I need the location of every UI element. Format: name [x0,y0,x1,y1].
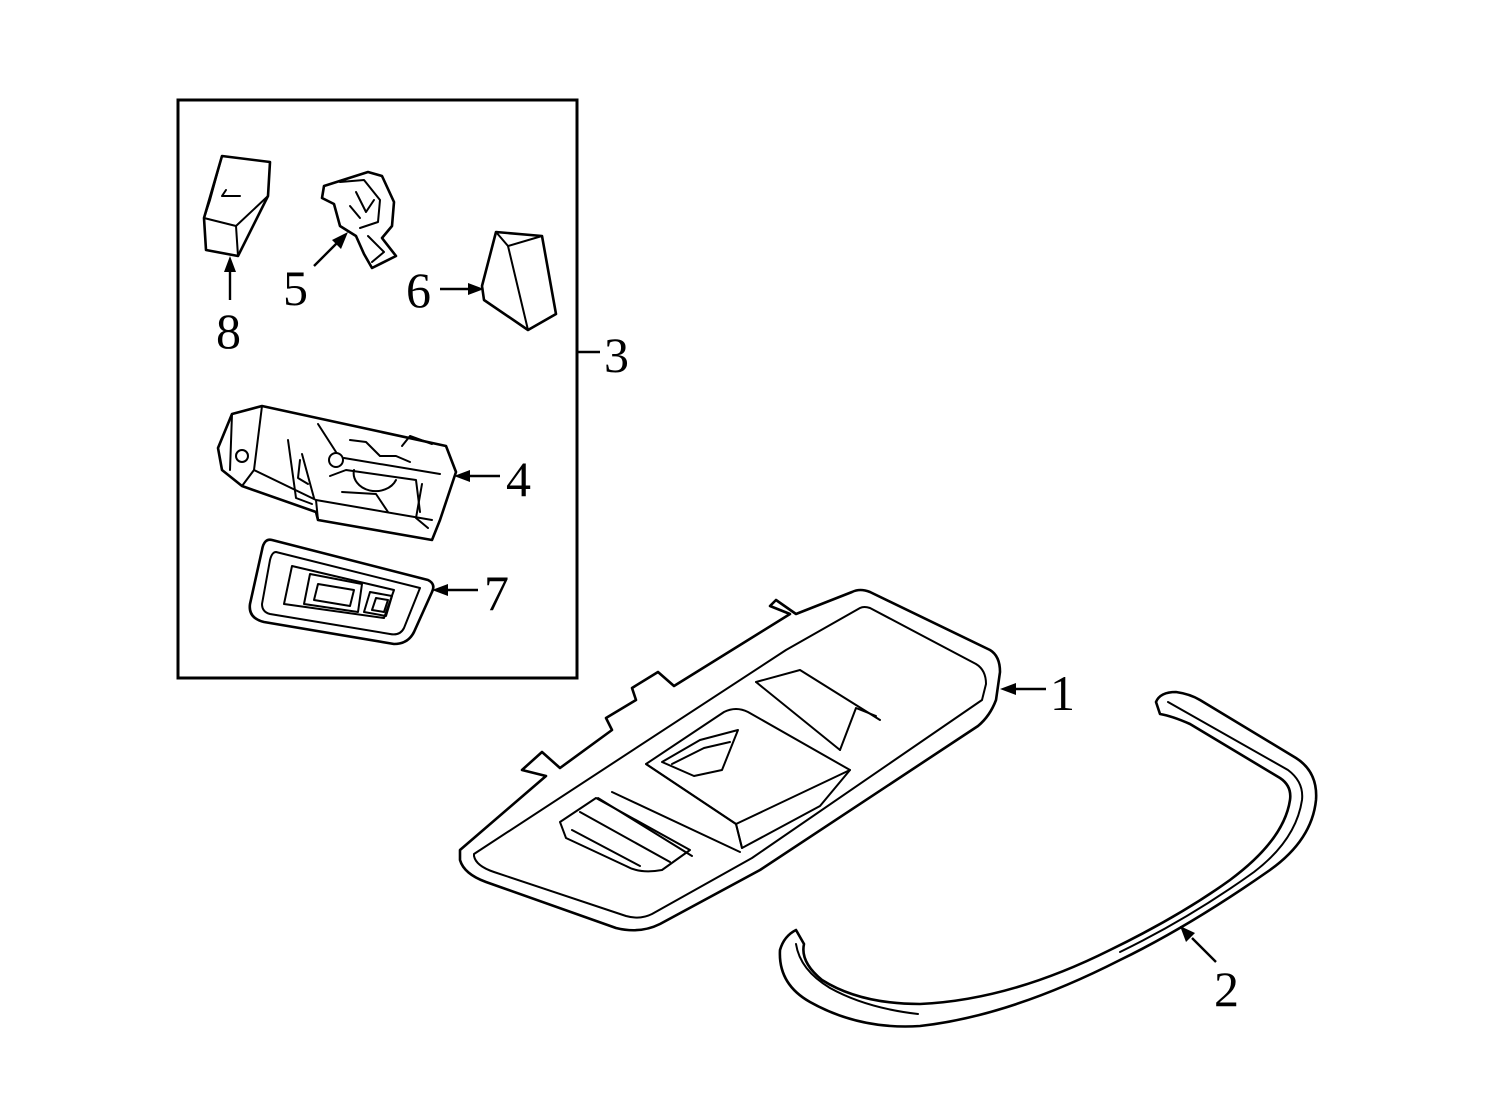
callout-8-label: 8 [216,303,241,359]
callout-1-label: 1 [1050,665,1075,721]
callout-3-label: 3 [604,327,629,383]
callout-7: 7 [432,565,509,621]
part-2-trim-strip [778,690,1318,1028]
part-1-console-housing [458,588,1002,932]
callout-2-label: 2 [1214,961,1239,1017]
callout-7-label: 7 [484,565,509,621]
callout-1: 1 [1000,665,1075,721]
part-7-bezel [248,538,435,646]
callout-2: 2 [1180,926,1239,1017]
callout-4-label: 4 [506,451,531,507]
callout-4: 4 [454,451,531,507]
part-8-switch-cap [202,154,272,258]
kit-box: 3 [176,98,629,680]
part-5-bracket [320,170,398,270]
part-4-lamp-housing [216,404,458,542]
callout-5-label: 5 [283,260,308,316]
callout-6: 6 [406,262,484,318]
callout-8: 8 [216,256,241,359]
part-6-lens [480,230,558,332]
callout-5: 5 [283,232,348,316]
callout-6-label: 6 [406,262,431,318]
